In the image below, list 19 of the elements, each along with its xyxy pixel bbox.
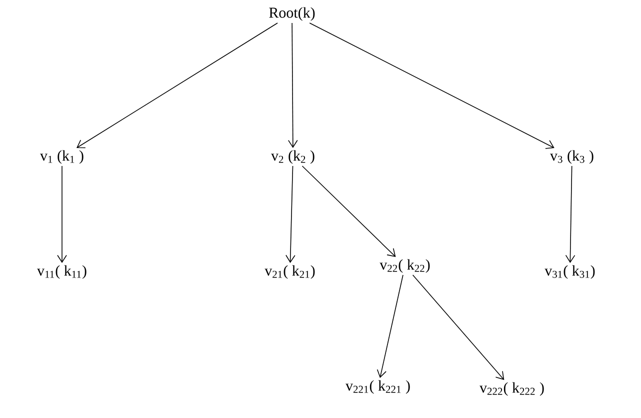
node-label: Root(k) (269, 7, 315, 21)
arrow (565, 166, 576, 263)
node-label: v$_{31}$( k$_{31}$) (544, 265, 595, 279)
arrow (376, 274, 404, 378)
arrow (57, 166, 67, 263)
node-label: v$_{1}$ (k$_{1}$ ) (40, 150, 84, 164)
node-label: v$_{22}$( k$_{22}$) (380, 259, 430, 273)
arrow (288, 22, 298, 148)
node-label: v$_{21}$( k$_{21}$) (264, 265, 315, 279)
arrow (302, 166, 396, 257)
node-label: v$_{2}$ (k$_{2}$ ) (271, 150, 314, 164)
node-label: v$_{221}$( k$_{221}$ ) (346, 380, 410, 394)
arrow (309, 22, 554, 149)
node-label: v$_{222}$( k$_{222}$ ) (480, 382, 544, 396)
node-label: v$_{11}$( k$_{11}$) (37, 265, 86, 279)
arrow (286, 166, 296, 263)
arrow (76, 22, 278, 148)
arrow (412, 274, 504, 380)
node-label: v$_{3}$ (k$_{3}$ ) (550, 150, 594, 164)
